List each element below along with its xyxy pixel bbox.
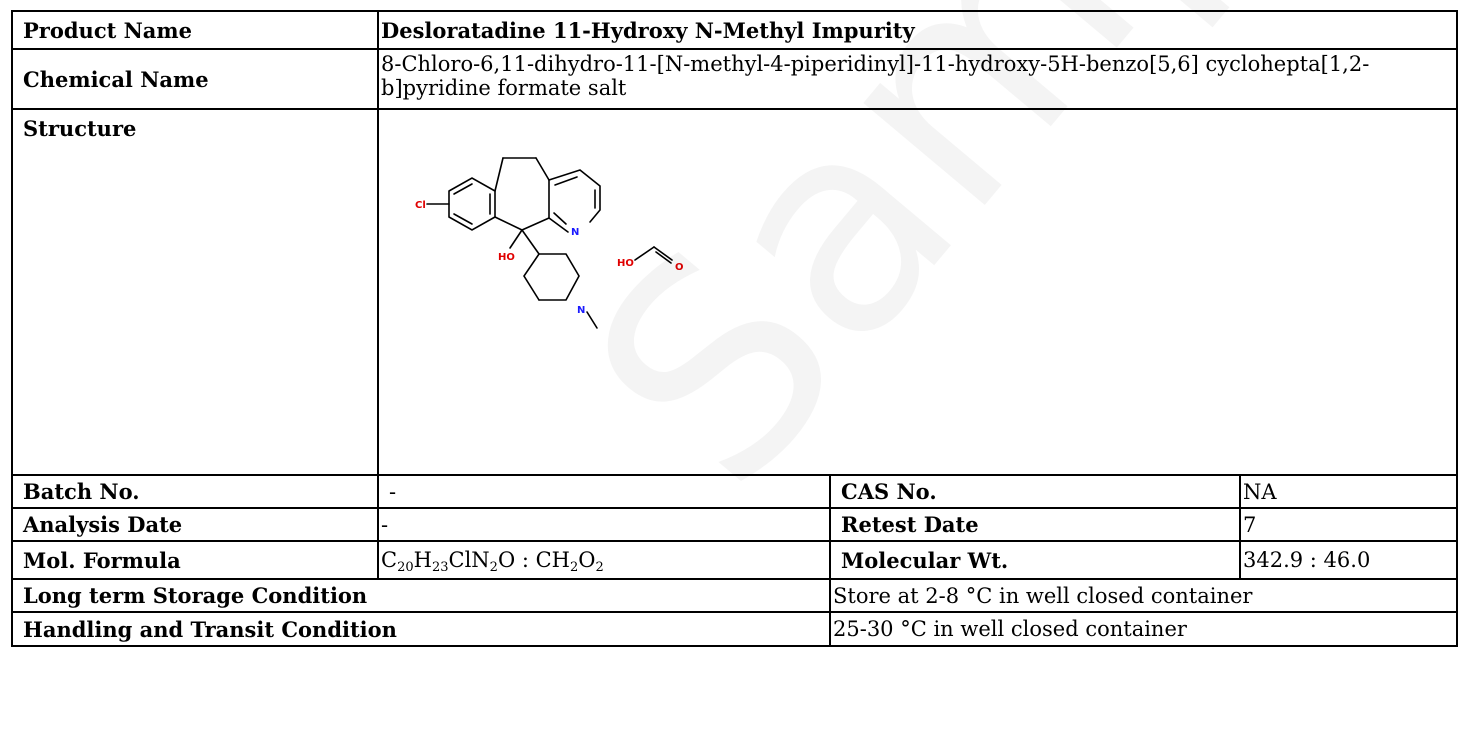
row-batch: Batch No. - CAS No. NA	[11, 474, 1459, 509]
chemical-name-value: 8-Chloro-6,11-dihydro-11-[N-methyl-4-pip…	[376, 48, 1459, 110]
cas-label: CAS No.	[829, 474, 1241, 509]
structure-image: Cl N HO N HO O	[376, 108, 1459, 476]
coa-table: Product Name Desloratadine 11-Hydroxy N-…	[11, 10, 1459, 647]
atom-cl: Cl	[415, 200, 426, 211]
product-name-label: Product Name	[11, 10, 379, 50]
transit-condition-label: Handling and Transit Condition	[11, 611, 831, 647]
mol-formula-value: C20H23ClN2O : CH2O2	[377, 540, 831, 580]
molecular-wt-label: Molecular Wt.	[829, 540, 1241, 580]
row-formula: Mol. Formula C20H23ClN2O : CH2O2 Molecul…	[11, 540, 1459, 580]
retest-date-label: Retest Date	[829, 507, 1241, 542]
analysis-date-label: Analysis Date	[11, 507, 379, 542]
molecular-wt-value: 342.9 : 46.0	[1238, 540, 1459, 580]
storage-condition-label: Long term Storage Condition	[11, 578, 831, 613]
atom-n-pyridine: N	[571, 227, 579, 238]
row-product-name: Product Name Desloratadine 11-Hydroxy N-…	[11, 10, 1459, 50]
atom-formate-ho: HO	[617, 258, 634, 269]
row-transit: Handling and Transit Condition 25-30 °C …	[11, 611, 1459, 647]
retest-date-value: 7	[1238, 507, 1459, 542]
batch-label: Batch No.	[11, 474, 379, 509]
batch-value: -	[377, 474, 831, 509]
mol-formula-label: Mol. Formula	[11, 540, 379, 580]
structure-label: Structure	[11, 108, 379, 476]
row-structure: Structure	[11, 108, 1459, 476]
product-name-value: Desloratadine 11-Hydroxy N-Methyl Impuri…	[376, 10, 1459, 50]
row-analysis: Analysis Date - Retest Date 7	[11, 507, 1459, 542]
atom-formate-o: O	[675, 262, 684, 273]
row-chemical-name: Chemical Name 8-Chloro-6,11-dihydro-11-[…	[11, 48, 1459, 110]
chemical-name-label: Chemical Name	[11, 48, 379, 110]
cas-value: NA	[1238, 474, 1459, 509]
chemical-structure-drawing: Cl N HO N HO O	[415, 157, 684, 329]
atom-oh: HO	[498, 252, 515, 263]
transit-condition-value: 25-30 °C in well closed container	[828, 611, 1459, 647]
atom-n-piperidine: N	[577, 305, 585, 316]
storage-condition-value: Store at 2-8 °C in well closed container	[828, 578, 1459, 613]
row-storage: Long term Storage Condition Store at 2-8…	[11, 578, 1459, 613]
analysis-date-value: -	[377, 507, 831, 542]
